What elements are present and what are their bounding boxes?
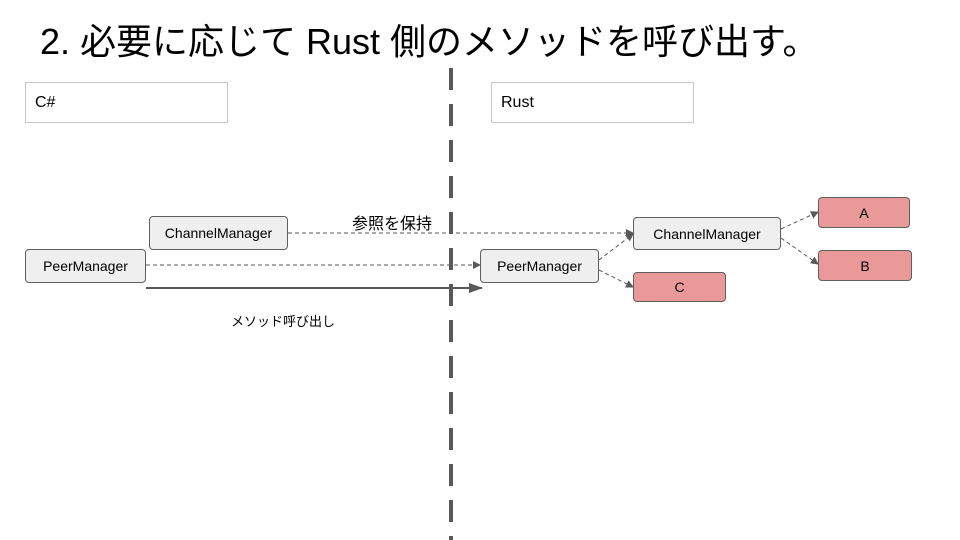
rs-channel-manager-node: ChannelManager	[633, 217, 781, 250]
edge-peer-to-c	[598, 269, 634, 288]
node-c: C	[633, 272, 726, 302]
node-a: A	[818, 197, 910, 228]
reference-label: 参照を保持	[352, 216, 433, 233]
cs-channel-manager-node: ChannelManager	[149, 216, 288, 250]
rust-panel-label: Rust	[491, 82, 694, 123]
slide-title: 2. 必要に応じて Rust 側のメソッドを呼び出す。	[40, 21, 819, 62]
rs-peer-manager-node: PeerManager	[480, 249, 599, 283]
method-call-label: メソッド呼び出し	[231, 314, 336, 329]
edge-channel-to-a	[780, 211, 819, 230]
csharp-panel-label: C#	[25, 82, 228, 123]
edge-peer-to-channel	[598, 233, 634, 261]
cs-peer-manager-node: PeerManager	[25, 249, 146, 283]
edge-channel-to-b	[780, 237, 819, 265]
node-b: B	[818, 250, 912, 281]
